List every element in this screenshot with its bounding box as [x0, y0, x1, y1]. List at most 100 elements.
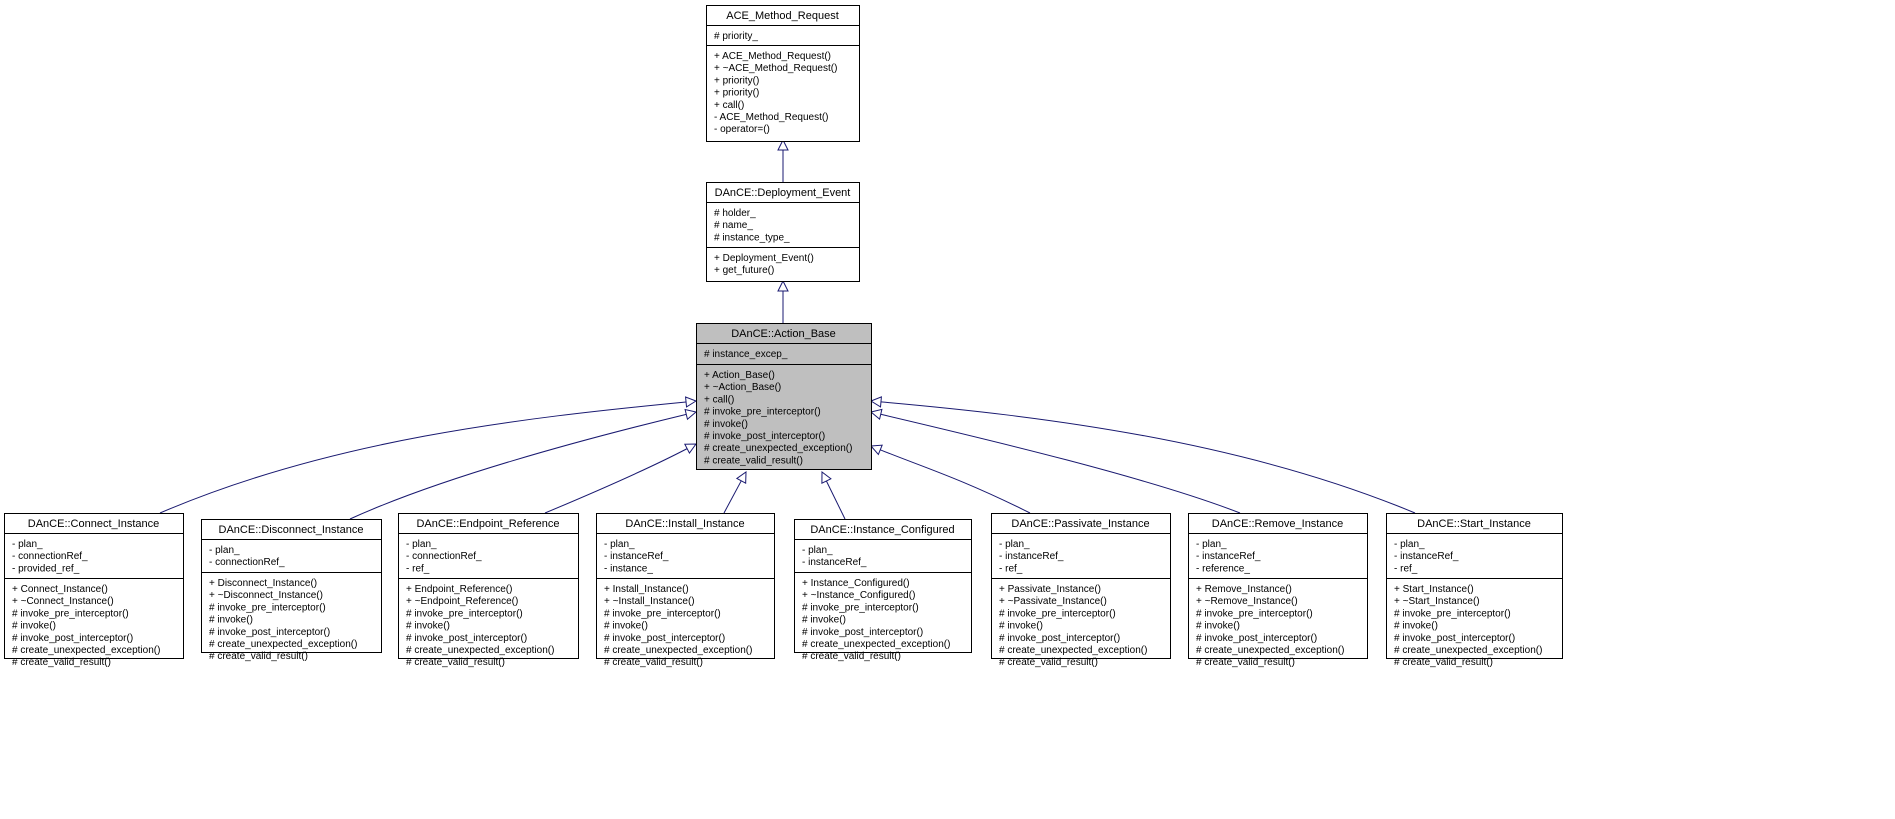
inheritance-edge-install_instance — [723, 471, 747, 514]
class-method: - operator=() — [714, 124, 770, 135]
class-method: # invoke() — [802, 615, 846, 626]
class-method: # invoke_post_interceptor() — [406, 633, 527, 644]
class-method: # invoke_pre_interceptor() — [12, 608, 129, 619]
class-box-disconnect-instance[interactable]: DAnCE::Disconnect_Instance- plan_- conne… — [201, 519, 382, 663]
class-method: # invoke() — [12, 621, 56, 632]
class-method: # invoke_pre_interceptor() — [604, 608, 721, 619]
class-method: + ~Action_Base() — [704, 382, 781, 393]
class-attribute: - instanceRef_ — [802, 557, 867, 568]
class-method: # invoke_post_interceptor() — [12, 633, 133, 644]
inheritance-arrowhead — [684, 443, 697, 455]
class-method: + ACE_Method_Request() — [714, 51, 831, 62]
class-method: # invoke() — [604, 621, 648, 632]
class-method: # create_valid_result() — [12, 657, 111, 668]
class-name: DAnCE::Passivate_Instance — [1011, 518, 1149, 530]
class-name: DAnCE::Connect_Instance — [28, 518, 159, 530]
class-method: # invoke_pre_interceptor() — [1196, 608, 1313, 619]
class-method: + call() — [714, 100, 744, 111]
class-box-frame — [1188, 513, 1368, 659]
class-method: # invoke_post_interceptor() — [1196, 633, 1317, 644]
class-box-remove-instance[interactable]: DAnCE::Remove_Instance- plan_- instanceR… — [1188, 513, 1368, 669]
class-method: # create_unexpected_exception() — [604, 645, 752, 656]
class-method: # invoke_pre_interceptor() — [1394, 608, 1511, 619]
class-method: # create_unexpected_exception() — [209, 639, 357, 650]
class-method: + ~ACE_Method_Request() — [714, 63, 837, 74]
inheritance-edge-instance_configured — [821, 470, 846, 520]
class-box-start-instance[interactable]: DAnCE::Start_Instance- plan_- instanceRe… — [1386, 513, 1563, 669]
inheritance-diagram: ACE_Method_Request# priority_+ ACE_Metho… — [4, 5, 1563, 669]
class-box-frame — [398, 513, 579, 659]
class-method: + ~Disconnect_Instance() — [209, 590, 323, 601]
class-method: + Deployment_Event() — [714, 253, 814, 264]
edge-line — [825, 480, 846, 520]
class-box-frame — [794, 519, 972, 653]
class-box-action-base[interactable]: DAnCE::Action_Base# instance_excep_+ Act… — [696, 323, 872, 470]
class-attribute: - plan_ — [1394, 539, 1425, 550]
class-box-endpoint-reference[interactable]: DAnCE::Endpoint_Reference- plan_- connec… — [398, 513, 579, 669]
class-attribute: # priority_ — [714, 31, 758, 42]
class-method: + call() — [704, 394, 734, 405]
class-method: # create_valid_result() — [209, 651, 308, 662]
class-name: DAnCE::Deployment_Event — [715, 187, 851, 199]
class-method: # create_valid_result() — [802, 651, 901, 662]
class-method: # invoke_pre_interceptor() — [999, 608, 1116, 619]
class-name: DAnCE::Start_Instance — [1417, 518, 1531, 530]
class-attribute: - plan_ — [604, 539, 635, 550]
class-method: + ~Passivate_Instance() — [999, 596, 1107, 607]
class-attribute: # instance_excep_ — [704, 349, 788, 360]
class-box-frame — [706, 182, 860, 282]
class-method: + Instance_Configured() — [802, 578, 910, 589]
class-box-frame — [596, 513, 775, 659]
class-box-passivate-instance[interactable]: DAnCE::Passivate_Instance- plan_- instan… — [991, 513, 1171, 669]
class-attribute: # name_ — [714, 220, 753, 231]
inheritance-arrowhead — [684, 396, 698, 408]
inheritance-arrowhead — [869, 396, 882, 408]
class-method: # invoke() — [406, 621, 450, 632]
class-method: # invoke() — [704, 419, 748, 430]
class-method: # invoke_post_interceptor() — [704, 431, 825, 442]
class-attribute: - plan_ — [999, 539, 1030, 550]
class-attribute: - ref_ — [999, 563, 1023, 574]
class-method: + Action_Base() — [704, 370, 775, 381]
class-name: DAnCE::Remove_Instance — [1212, 518, 1343, 530]
class-method: # create_valid_result() — [604, 657, 703, 668]
class-method: + Disconnect_Instance() — [209, 578, 317, 589]
class-box-deployment-event[interactable]: DAnCE::Deployment_Event# holder_# name_#… — [706, 182, 860, 282]
class-box-frame — [696, 323, 872, 470]
class-method: # create_valid_result() — [704, 455, 803, 466]
inheritance-edge-passivate_instance — [869, 444, 1031, 514]
class-method: + ~Start_Instance() — [1394, 596, 1480, 607]
class-method: # invoke_pre_interceptor() — [704, 407, 821, 418]
class-method: + priority() — [714, 75, 759, 86]
class-name: DAnCE::Action_Base — [731, 328, 836, 340]
class-method: + ~Remove_Instance() — [1196, 596, 1298, 607]
class-method: # create_unexpected_exception() — [999, 645, 1147, 656]
class-method: # invoke_pre_interceptor() — [209, 602, 326, 613]
class-method: # invoke_post_interceptor() — [1394, 633, 1515, 644]
edge-line — [159, 401, 687, 514]
inheritance-arrowhead — [869, 408, 883, 421]
class-attribute: # instance_type_ — [714, 232, 790, 243]
edge-line — [880, 401, 1416, 514]
class-box-frame — [201, 519, 382, 653]
inheritance-edge-action_base — [777, 279, 789, 323]
class-box-connect-instance[interactable]: DAnCE::Connect_Instance- plan_- connecti… — [4, 513, 184, 669]
class-method: # create_unexpected_exception() — [406, 645, 554, 656]
inheritance-arrowhead — [684, 408, 698, 421]
class-method: # invoke() — [1196, 621, 1240, 632]
inheritance-edges — [159, 138, 1416, 520]
class-box-instance-configured[interactable]: DAnCE::Instance_Configured- plan_- insta… — [794, 519, 972, 663]
class-method: # create_valid_result() — [406, 657, 505, 668]
inheritance-arrowhead — [777, 138, 789, 151]
edge-line — [544, 448, 688, 514]
inheritance-edge-disconnect_instance — [349, 408, 698, 520]
class-box-install-instance[interactable]: DAnCE::Install_Instance- plan_- instance… — [596, 513, 775, 669]
class-method: + Start_Instance() — [1394, 584, 1474, 595]
class-name: DAnCE::Install_Instance — [625, 518, 744, 530]
class-box-ace-method-request[interactable]: ACE_Method_Request# priority_+ ACE_Metho… — [706, 5, 860, 142]
inheritance-edge-remove_instance — [869, 408, 1241, 514]
class-method: # create_unexpected_exception() — [12, 645, 160, 656]
class-attribute: - ref_ — [406, 563, 430, 574]
inheritance-edge-endpoint_reference — [544, 443, 697, 514]
class-attribute: - plan_ — [406, 539, 437, 550]
